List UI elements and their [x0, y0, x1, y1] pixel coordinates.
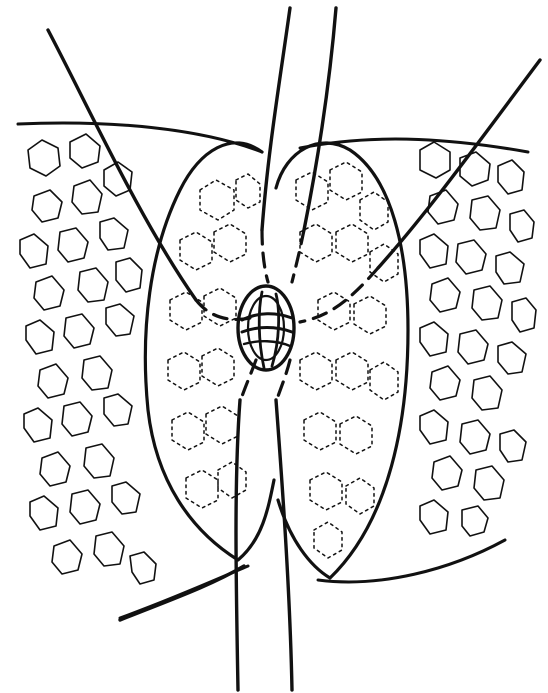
- suture-top-left-vertical: [262, 8, 290, 230]
- tissue-layer: [18, 123, 536, 618]
- tissue-cells-right: [420, 142, 536, 536]
- suture-knot: [238, 286, 294, 370]
- suture-threads: [48, 8, 540, 690]
- suture-bottom-left-vertical: [236, 400, 240, 690]
- suture-bottom-right-vertical: [276, 400, 292, 690]
- suture-dashed-upper-center: [262, 230, 304, 282]
- suture-dashed-right: [300, 268, 378, 322]
- tissue-bottom-edge: [120, 540, 505, 618]
- suture-top-right-vertical: [304, 8, 336, 230]
